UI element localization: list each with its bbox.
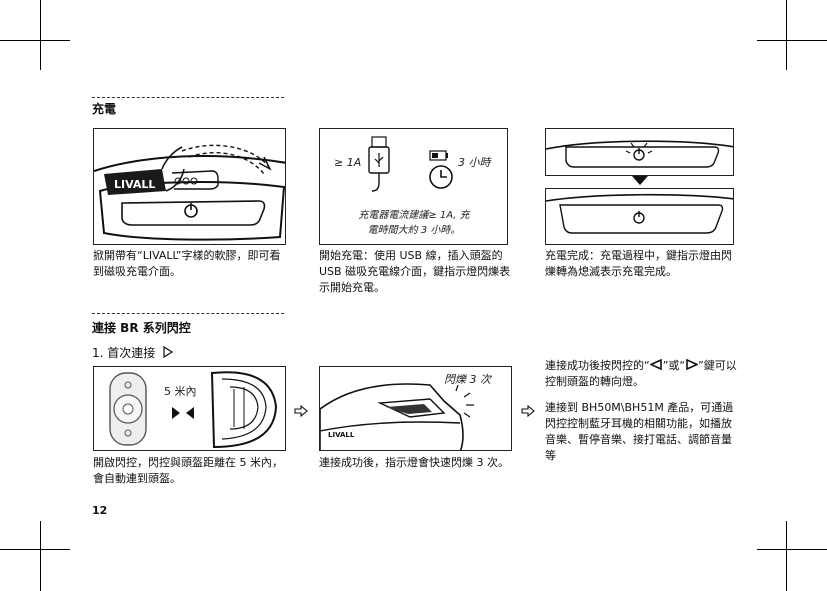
first-connect-subtitle: 1. 首次連接 (92, 344, 174, 361)
crop-mark (0, 549, 70, 550)
section-title-connect: 連接 BR 系列閃控 (92, 321, 191, 335)
remote-drawing: 5 米內 (109, 371, 278, 449)
section-divider (92, 313, 284, 314)
time-label: 3 小時 (458, 156, 492, 169)
crop-mark (757, 549, 827, 550)
distance-label: 5 米內 (164, 385, 197, 398)
connect-step2-caption: 連接成功後，指示燈會快速閃爍 3 次。 (319, 456, 509, 469)
charge-complete-illustration-bottom (545, 188, 734, 245)
charge-panel-bottom (546, 193, 733, 234)
charge-panel-top (546, 140, 733, 168)
helmet-top-icon (210, 371, 278, 449)
helmet-flap-drawing: LIVALL (94, 129, 285, 241)
crop-mark (40, 521, 41, 591)
turn-signal-text-b: ”或“ (662, 359, 686, 372)
connect-step3-text2: 連接到 BH50M\BH51M 產品，可通過閃控控制藍牙耳機的相關功能，如播放音… (545, 401, 734, 462)
charge-step3-caption: 充電完成：充電過程中，鍵指示燈由閃爍轉為熄滅表示充電完成。 (545, 248, 737, 280)
note-line1: 充電器電流建議≥ 1A, 充 (358, 209, 471, 221)
crop-mark (0, 40, 70, 41)
crop-mark (786, 0, 787, 70)
connect-step1-caption: 開啟閃控，閃控與頭盔距離在 5 米內，會自動連到頭盔。 (93, 456, 283, 485)
section-divider (92, 97, 284, 98)
crop-mark (40, 0, 41, 70)
left-turn-icon (648, 358, 662, 371)
arrow-right-icon (521, 405, 535, 417)
page-number: 12 (92, 504, 108, 517)
turn-signal-text-a: 連接成功後按閃控的“ (545, 359, 650, 372)
ampere-label: ≥ 1A (334, 156, 361, 169)
charge-step2-text: 開始充電：使用 USB 線，插入頭盔的 USB 磁吸充電線介面，鍵指示燈閃爍表示… (319, 249, 511, 294)
turn-signal-text-c: ”鍵可以控制頭盔的轉向燈。 (545, 359, 737, 388)
first-connect-label: 1. 首次連接 (92, 346, 156, 360)
charge-complete-illustration-top (545, 128, 734, 176)
battery-icon (429, 150, 448, 161)
remote-pairing-illustration: 5 米內 (93, 366, 286, 451)
charge-step1-caption: 掀開帶有“LIVALL”字樣的軟膠，即可看到磁吸充電介面。 (93, 249, 281, 278)
signal-icon (172, 407, 180, 419)
charge-step2-caption: 開始充電：使用 USB 線，插入頭盔的 USB 磁吸充電線介面，鍵指示燈閃爍表示… (319, 248, 511, 296)
usb-charging-illustration: ≥ 1A 3 小時 充電器電流建議≥ 1A, 充 電時間大約 3 小時。 (319, 128, 508, 245)
usb-cable-icon (368, 136, 390, 192)
helmet-flash-illustration: 閃爍 3 次 LIVALL (319, 366, 512, 451)
helmet-flash-drawing: 閃爍 3 次 LIVALL (320, 373, 493, 450)
brand-text: LIVALL (114, 178, 155, 191)
usb-drawing: ≥ 1A 3 小時 充電器電流建議≥ 1A, 充 電時間大約 3 小時。 (334, 136, 492, 236)
connect-step3-text1: 連接成功後按閃控的“ ”或“”鍵可以控制頭盔的轉向燈。 (545, 358, 739, 390)
arrow-down-icon (632, 176, 648, 185)
charge-port-illustration: LIVALL (93, 128, 286, 245)
crop-mark (757, 40, 827, 41)
brand-text: LIVALL (328, 431, 355, 439)
note-line2: 電時間大約 3 小時。 (368, 224, 461, 236)
flash-rays-icon (455, 384, 474, 418)
charge-step3-text: 充電完成：充電過程中，鍵指示燈由閃爍轉為熄滅表示充電完成。 (545, 249, 732, 278)
clock-icon (429, 165, 453, 189)
remote-control-icon (109, 372, 147, 446)
play-icon (163, 345, 174, 359)
right-turn-icon (686, 358, 700, 371)
flash-label: 閃爍 3 次 (444, 373, 493, 386)
arrow-right-icon (294, 405, 308, 417)
crop-mark (786, 521, 787, 591)
section-title-charge: 充電 (92, 102, 117, 116)
